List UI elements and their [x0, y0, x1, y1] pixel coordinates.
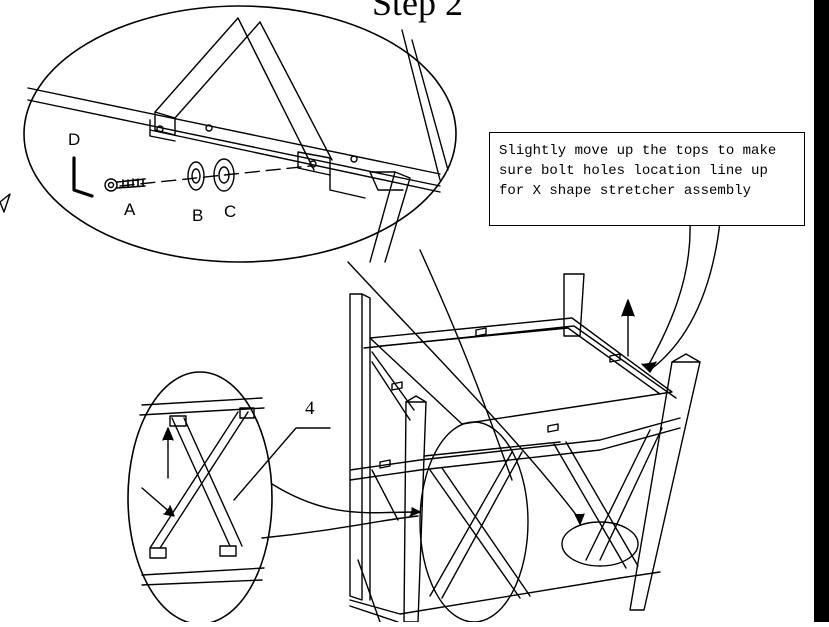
x-stretcher-detail-ellipse — [127, 371, 273, 625]
page-right-border — [814, 0, 829, 622]
callout-note-line: Slightly move up the tops to make — [499, 143, 777, 159]
hardware-label-c: C — [224, 202, 237, 221]
leader-lines — [233, 221, 721, 539]
hardware-label-a: A — [124, 200, 136, 219]
hardware-detail-ellipse — [23, 5, 457, 263]
bolt-hole-highlight-ellipse — [561, 521, 639, 567]
front-stretcher-highlight-ellipse — [419, 421, 529, 623]
hardware-label-b: B — [192, 206, 204, 225]
callout-note-line: sure bolt holes location line up — [499, 163, 768, 179]
callout-note-box: Slightly move up the tops to make sure b… — [489, 132, 805, 226]
callout-note-line: for X shape stretcher assembly — [499, 183, 752, 199]
step-title: Step 2 — [372, 0, 464, 23]
part-number-label: 4 — [305, 398, 315, 419]
offpage-part-fragment — [0, 193, 11, 213]
table-frame — [349, 273, 701, 623]
hardware-label-d: D — [68, 130, 81, 149]
